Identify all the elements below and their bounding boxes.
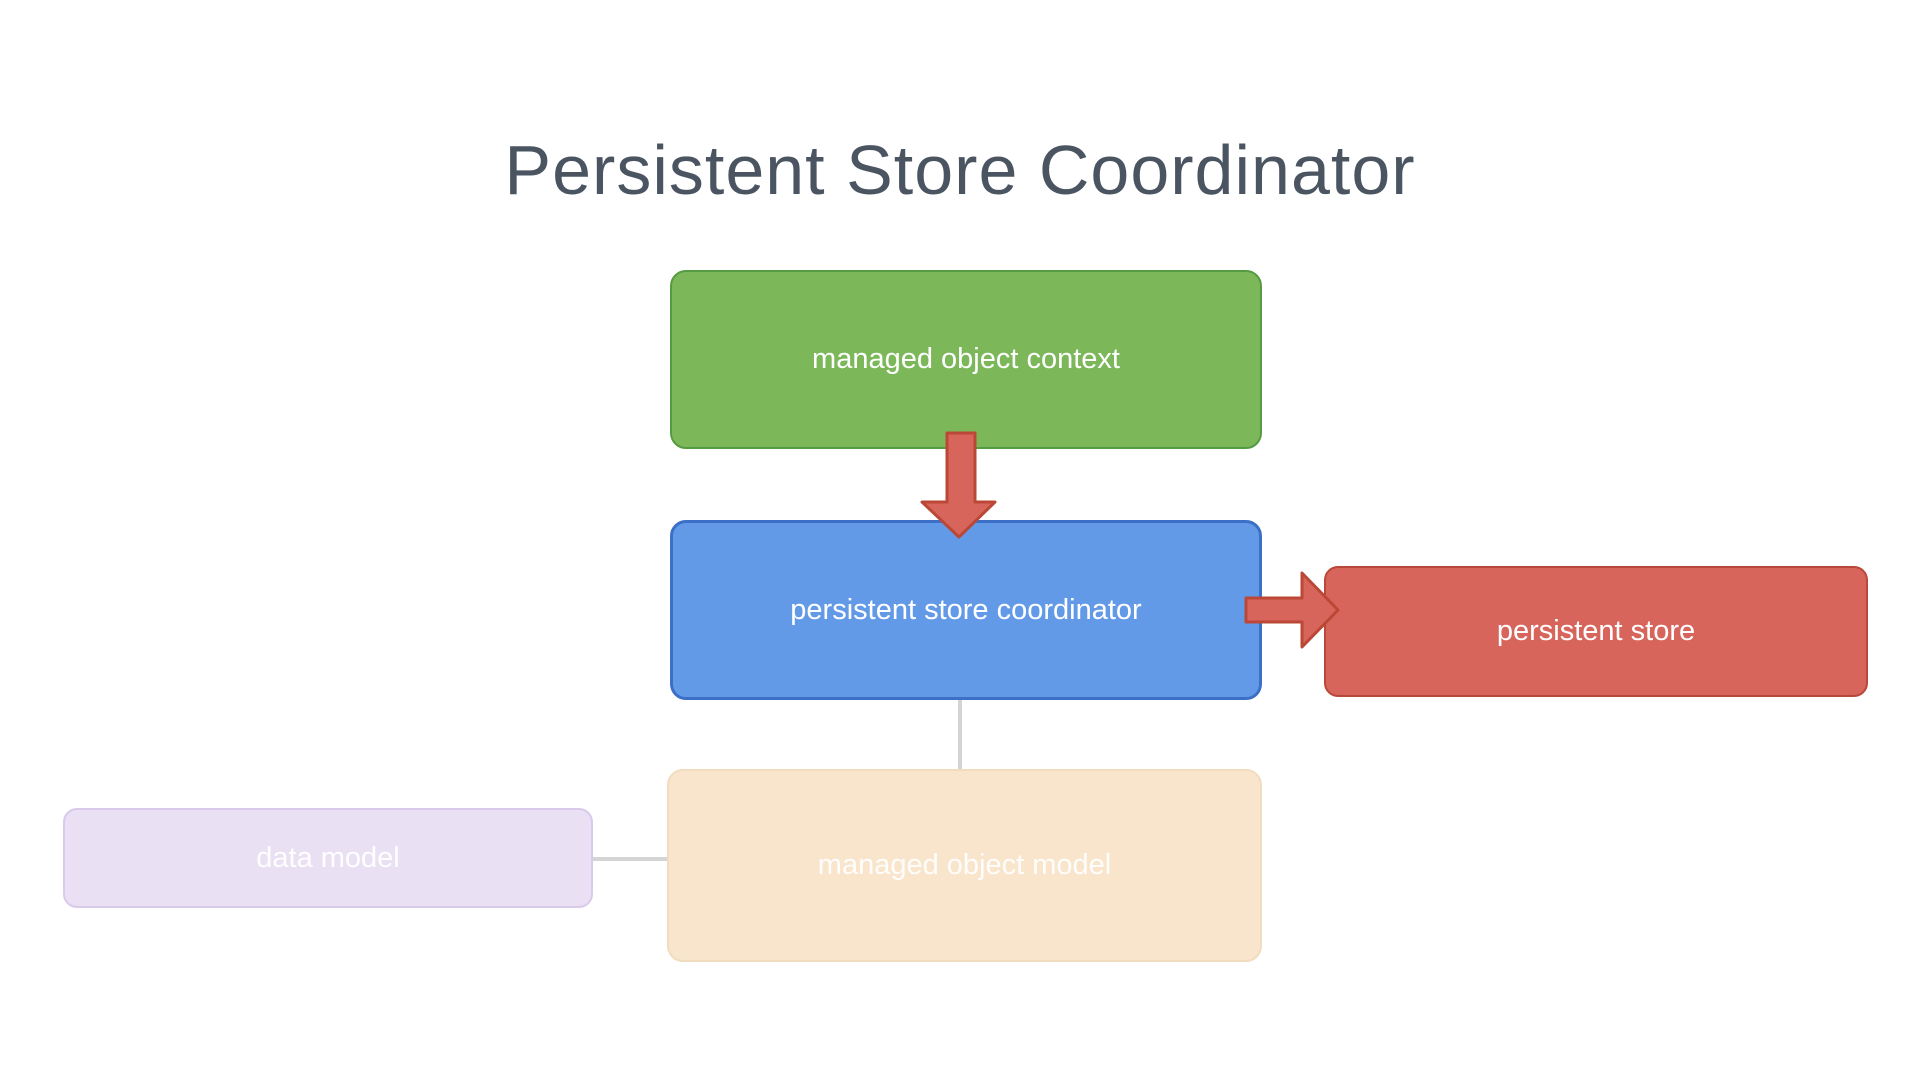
node-data-model-label: data model (256, 841, 400, 874)
connector-coordinator-to-model (958, 700, 962, 770)
node-persistent-store-coordinator: persistent store coordinator (670, 520, 1262, 700)
right-arrow (1244, 571, 1340, 649)
node-managed-object-context-label: managed object context (812, 343, 1120, 375)
node-managed-object-context: managed object context (670, 270, 1262, 449)
node-persistent-store: persistent store (1324, 566, 1868, 697)
node-persistent-store-label: persistent store (1496, 615, 1696, 647)
connector-model-to-data-model (593, 857, 668, 861)
down-arrow (920, 431, 997, 539)
slide-title: Persistent Store Coordinator (504, 131, 1416, 209)
node-managed-object-model: managed object model (667, 769, 1262, 962)
node-managed-object-model-label: managed object model (817, 849, 1112, 881)
node-persistent-store-coordinator-label: persistent store coordinator (790, 593, 1142, 626)
node-data-model: data model (63, 808, 593, 908)
